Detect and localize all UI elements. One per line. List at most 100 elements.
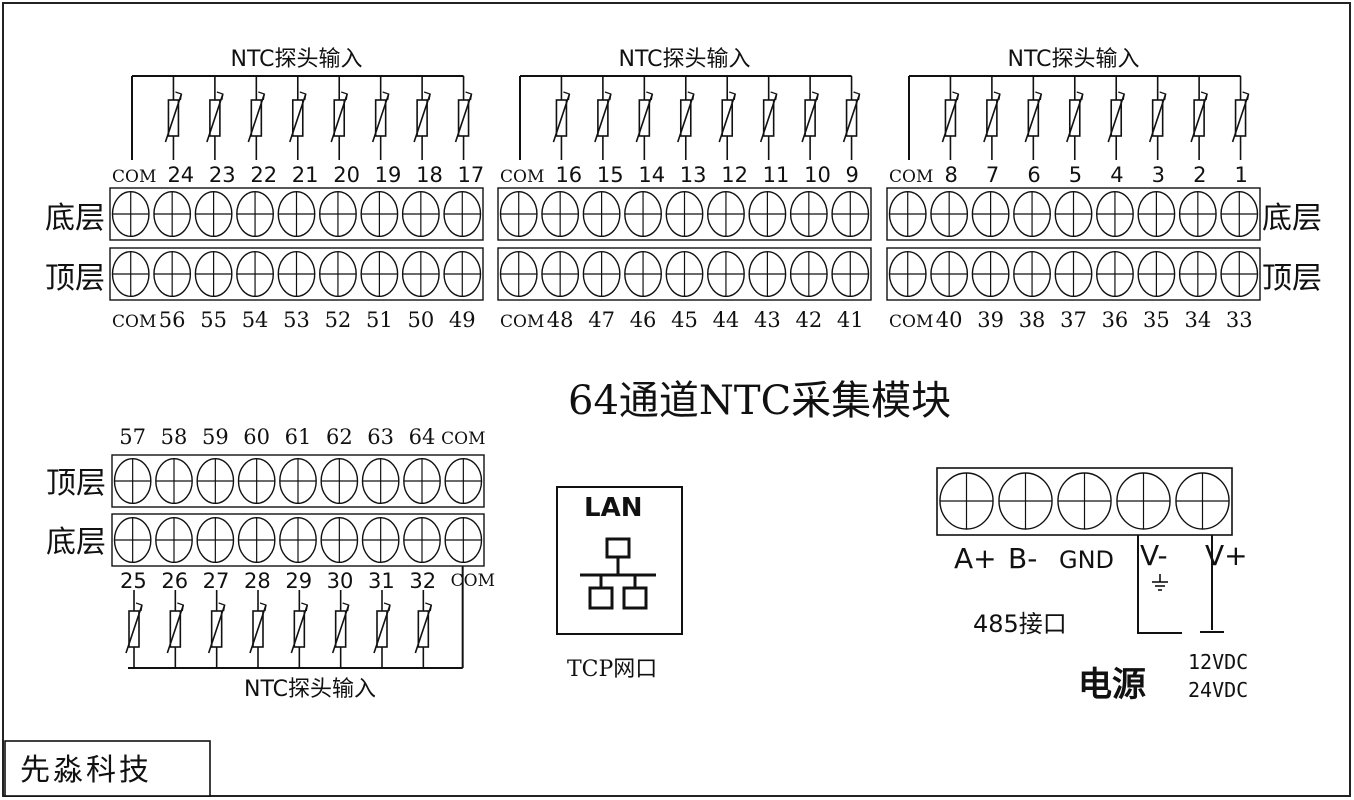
ntc-thermistor-icon: [718, 76, 736, 160]
channel-number: 6: [1027, 163, 1040, 187]
screw-terminal: [194, 190, 233, 238]
ntc-input-label: NTC探头输入: [231, 47, 363, 72]
channel-number: 62: [326, 425, 353, 449]
bottom-layer-label: 底层: [1262, 201, 1322, 236]
channel-number: 24: [167, 163, 194, 187]
channel-number: 57: [119, 425, 146, 449]
screw-terminal: [1178, 250, 1217, 298]
screw-terminal: [153, 250, 192, 298]
ntc-thermistor-icon: [1190, 76, 1208, 160]
ntc-thermistor-icon: [1066, 76, 1084, 160]
ntc-thermistor-icon: [206, 76, 224, 160]
screw-terminal: [111, 250, 150, 298]
channel-number: 45: [671, 308, 698, 332]
channel-number: 33: [1226, 308, 1253, 332]
channel-number: 20: [333, 163, 360, 187]
channel-number: 47: [588, 308, 615, 332]
channel-number: 64: [409, 425, 436, 449]
ntc-thermistor-icon: [414, 590, 433, 668]
channel-number: 22: [250, 163, 277, 187]
screw-terminal: [624, 250, 662, 298]
channel-number: 41: [837, 308, 864, 332]
ntc-thermistor-icon: [635, 76, 654, 160]
screw-terminal: [1220, 190, 1259, 238]
screw-terminal: [541, 190, 580, 238]
channel-number: 54: [242, 308, 269, 332]
screw-terminal: [831, 190, 870, 238]
ntc-thermistor-icon: [371, 76, 390, 160]
screw-terminal: [277, 250, 316, 298]
screw-terminal: [403, 457, 441, 505]
com-label: COM: [441, 429, 485, 449]
screw-terminal: [113, 457, 152, 505]
ntc-thermistor-icon: [677, 76, 695, 160]
com-label: COM: [889, 312, 933, 332]
screw-terminal: [1057, 472, 1112, 530]
lan-port: LAN TCP网口: [556, 486, 683, 682]
screw-terminal: [1096, 250, 1134, 298]
screw-terminal: [444, 457, 483, 505]
screw-terminal: [361, 516, 400, 564]
channel-number: 40: [936, 308, 963, 332]
screw-terminal: [1137, 250, 1176, 298]
network-icon: [580, 537, 656, 610]
channel-number: 48: [547, 308, 574, 332]
channel-number: 23: [209, 163, 236, 187]
screw-terminal: [237, 457, 276, 505]
channel-number: 52: [325, 308, 352, 332]
screw-terminal: [1054, 190, 1093, 238]
ntc-thermistor-icon: [454, 76, 473, 160]
channel-number: 51: [366, 308, 393, 332]
screw-terminal: [1013, 250, 1051, 298]
screw-terminal: [237, 516, 276, 564]
screw-terminal: [707, 250, 745, 298]
ntc-thermistor-icon: [413, 76, 431, 160]
top-layer-strip: [109, 247, 484, 301]
screw-terminal: [360, 190, 399, 238]
ntc-thermistor-icon: [842, 76, 861, 160]
terminal-a-plus: A+: [954, 542, 997, 575]
ground-icon: [1152, 574, 1168, 591]
channel-number: 42: [795, 308, 822, 332]
screw-terminal: [111, 190, 150, 238]
channel-number: 50: [407, 308, 434, 332]
channel-number: 7: [986, 163, 999, 187]
ntc-thermistor-icon: [289, 76, 307, 160]
com-label: COM: [500, 167, 544, 187]
screw-terminal: [443, 250, 482, 298]
power-wires: [1137, 535, 1224, 634]
screw-terminal: [707, 190, 745, 238]
channel-number: 38: [1019, 308, 1046, 332]
ntc-thermistor-icon: [125, 590, 143, 668]
screw-terminal: [888, 190, 927, 238]
top-layer-label: 顶层: [1262, 261, 1322, 296]
ntc-thermistor-icon: [249, 590, 267, 668]
power-title: 电源: [1078, 665, 1146, 705]
channel-number: 55: [200, 308, 227, 332]
screw-terminal: [113, 516, 152, 564]
channel-number: 4: [1110, 163, 1123, 187]
power-terminals: [939, 472, 1230, 530]
screw-terminal: [361, 457, 400, 505]
bottom-layer-strip: [497, 187, 872, 241]
screw-terminal: [279, 457, 317, 505]
screw-terminal: [155, 457, 193, 505]
channel-number: 21: [292, 163, 319, 187]
screw-terminal: [401, 250, 440, 298]
screw-terminal: [665, 190, 704, 238]
screw-terminal: [1054, 250, 1093, 298]
channel-number: 43: [754, 308, 781, 332]
channel-number: 63: [367, 425, 394, 449]
ntc-input-label: NTC探头输入: [619, 47, 751, 72]
ntc-thermistor-icon: [1231, 76, 1250, 160]
channel-number: 31: [368, 569, 395, 593]
screw-terminal: [789, 190, 828, 238]
screw-terminal: [194, 250, 233, 298]
ntc-thermistor-icon: [247, 76, 266, 160]
voltage-12: 12VDC: [1188, 650, 1248, 674]
screw-terminal: [236, 190, 274, 238]
power-block: A+ B- GND V- V+ 485接口 电源 12VDC 24VDC: [936, 467, 1248, 705]
